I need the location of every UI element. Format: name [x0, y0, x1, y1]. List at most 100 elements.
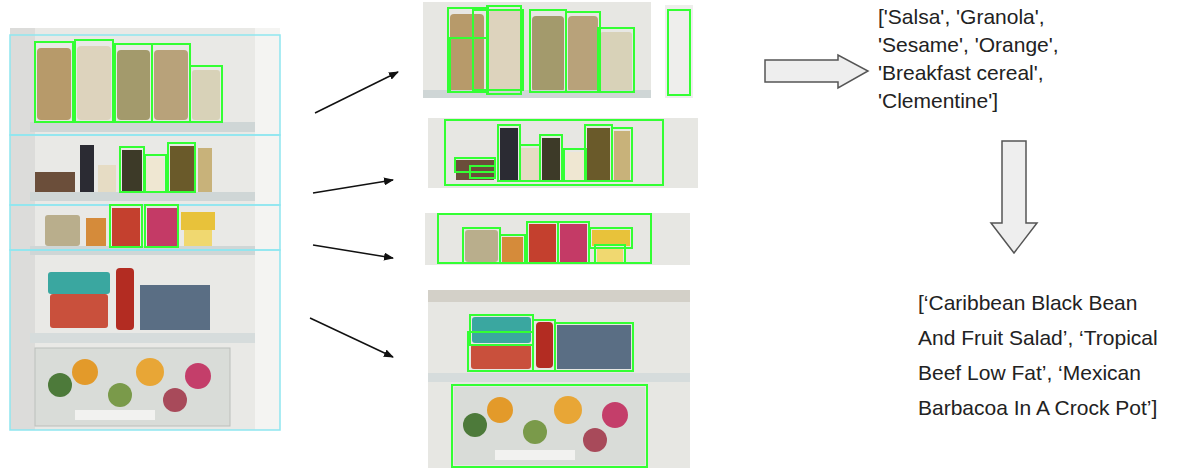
shelf-crop [425, 213, 690, 265]
jar [154, 50, 188, 120]
list-text: [‘Caribbean Black Bean And Fruit Salad’,… [918, 285, 1173, 425]
jar [450, 14, 484, 92]
jar [146, 158, 164, 192]
block-arrow [991, 141, 1037, 253]
container [181, 212, 215, 230]
detection-box [533, 320, 555, 371]
shelf-crop [428, 118, 698, 188]
container [184, 230, 212, 246]
text-list: [‘Caribbean Black Bean And Fruit Salad’,… [918, 285, 1173, 425]
container [597, 247, 623, 262]
produce [523, 420, 547, 444]
glass-shelf [428, 373, 690, 382]
shelf-region [10, 35, 280, 135]
jar [532, 16, 564, 92]
jar [600, 32, 632, 92]
container [472, 317, 531, 343]
bottle [80, 145, 94, 192]
jar [122, 150, 142, 192]
produce [554, 396, 582, 424]
container [48, 272, 110, 294]
detection-box [668, 10, 690, 95]
detection-box [470, 166, 495, 178]
jar [98, 165, 116, 192]
produce [136, 358, 164, 386]
bottle [500, 128, 518, 180]
jar [542, 138, 560, 180]
fridge-photo [10, 28, 280, 430]
container [50, 294, 108, 328]
jar [198, 148, 212, 192]
box [557, 325, 631, 369]
container [592, 230, 630, 246]
produce [463, 413, 487, 437]
list-text: ['Salsa', 'Granola', 'Sesame', 'Orange',… [878, 3, 1110, 115]
arrow-line [310, 318, 393, 357]
jar [465, 230, 498, 262]
detection-box [612, 128, 632, 181]
fridge-door [255, 28, 280, 430]
bottle [116, 268, 134, 330]
detection-box [595, 245, 625, 263]
produce [48, 373, 72, 397]
detection-box [527, 222, 558, 263]
detection-box [564, 149, 586, 181]
glass-shelf [30, 333, 255, 343]
detection-box [598, 28, 634, 92]
produce [163, 388, 187, 412]
jar [489, 10, 521, 92]
crisper-drawer [35, 348, 230, 426]
detection-box [520, 145, 540, 181]
crisper-drawer [454, 387, 645, 465]
jar [45, 215, 80, 246]
detection-box [500, 235, 525, 263]
container [471, 344, 531, 369]
produce [583, 428, 607, 452]
detection-box [110, 205, 142, 247]
detection-box [530, 10, 566, 92]
food-item [456, 160, 494, 180]
shelf-edge [428, 290, 690, 302]
shelf-region [10, 135, 280, 205]
text-list: ['Salsa', 'Granola', 'Sesame', 'Orange',… [878, 3, 1110, 115]
detection-box [555, 323, 633, 371]
jar [86, 218, 106, 246]
detection-box [566, 12, 600, 92]
package [112, 208, 140, 246]
glass-shelf [30, 192, 255, 201]
detection-box [498, 125, 520, 181]
jar [170, 146, 194, 192]
drawer-handle [495, 450, 575, 460]
detection-box [468, 332, 533, 371]
box [140, 285, 210, 330]
detection-box [473, 10, 523, 90]
detection-box [448, 8, 488, 92]
shelf-crop [428, 290, 690, 468]
detection-box [463, 228, 500, 263]
detection-box [585, 125, 612, 181]
detection-box [145, 205, 178, 247]
produce [487, 397, 513, 423]
detection-box [75, 40, 113, 122]
bottle [536, 322, 553, 368]
jar [521, 148, 539, 180]
detection-box [168, 143, 195, 192]
jar [77, 46, 111, 120]
shelf-crop [423, 2, 651, 98]
arrow-line [313, 180, 393, 193]
detection-box [438, 214, 651, 263]
package [529, 224, 556, 262]
arrow-line [313, 245, 393, 258]
detection-box [470, 315, 533, 345]
jar [614, 131, 630, 180]
detection-box [445, 120, 663, 185]
detection-box [152, 44, 190, 122]
shelf-region [10, 250, 280, 430]
jar [568, 16, 598, 92]
detection-box [452, 385, 647, 467]
detection-box [487, 6, 521, 94]
detection-box [190, 66, 222, 122]
package [147, 208, 177, 246]
shelf-crop [665, 5, 693, 98]
food-item [35, 172, 75, 192]
